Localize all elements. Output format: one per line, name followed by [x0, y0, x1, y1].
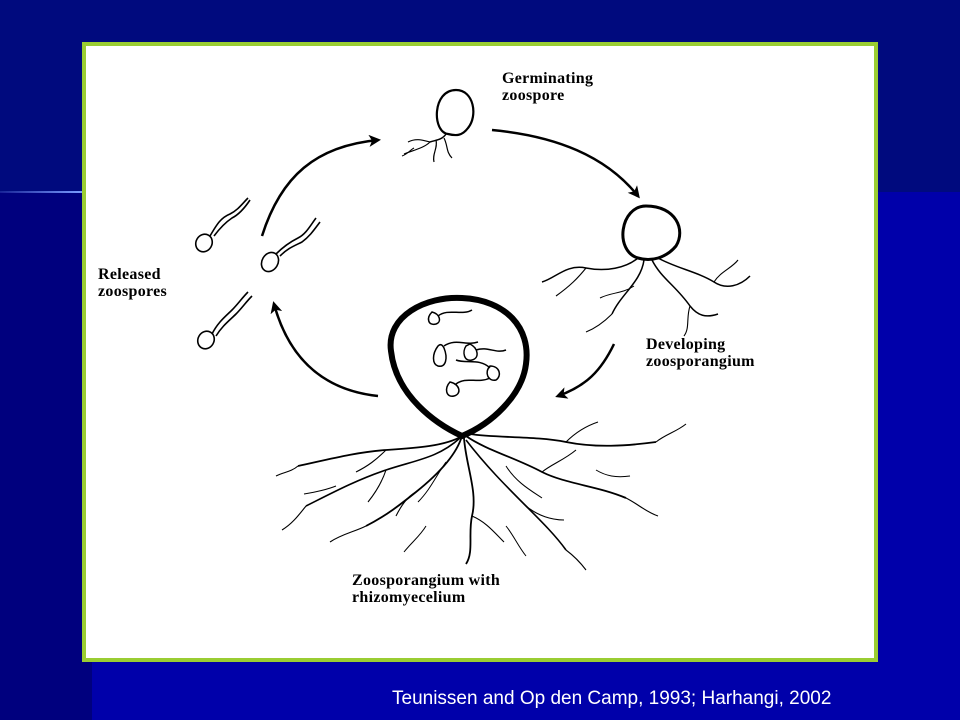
label-germinating-zoospore: Germinating zoospore [502, 70, 593, 104]
germinating-zoospore-drawing [401, 88, 475, 163]
label-line: rhizomyecelium [352, 589, 466, 606]
label-zoosporangium-rhizomycelium: Zoosporangium with rhizomyecelium [352, 572, 500, 606]
life-cycle-diagram [194, 88, 751, 571]
label-released-zoospores: Released zoospores [98, 266, 167, 300]
mature-zoosporangium-drawing [275, 294, 687, 571]
citation: Teunissen and Op den Camp, 1993; Harhang… [392, 688, 832, 709]
accent-line [0, 191, 82, 193]
label-line: Developing [646, 336, 726, 353]
label-line: zoospore [502, 87, 565, 104]
label-line: Germinating [502, 70, 594, 87]
arrow-developing-to-mature [555, 343, 616, 399]
label-developing-zoosporangium: Developing zoosporangium [646, 336, 755, 370]
background-left-band [0, 192, 92, 720]
label-line: Zoosporangium with [352, 572, 501, 589]
diagram-frame: Germinating zoospore Developing zoospora… [82, 42, 878, 662]
arrow-germinating-to-developing [491, 128, 640, 199]
arrow-mature-to-released [270, 301, 379, 398]
arrow-released-to-germinating [260, 134, 381, 237]
label-line: zoospores [98, 283, 168, 300]
released-zoospores-drawing [194, 197, 321, 350]
label-line: Released [98, 266, 161, 283]
label-line: zoosporangium [646, 353, 755, 370]
developing-zoosporangium-drawing [541, 204, 751, 337]
